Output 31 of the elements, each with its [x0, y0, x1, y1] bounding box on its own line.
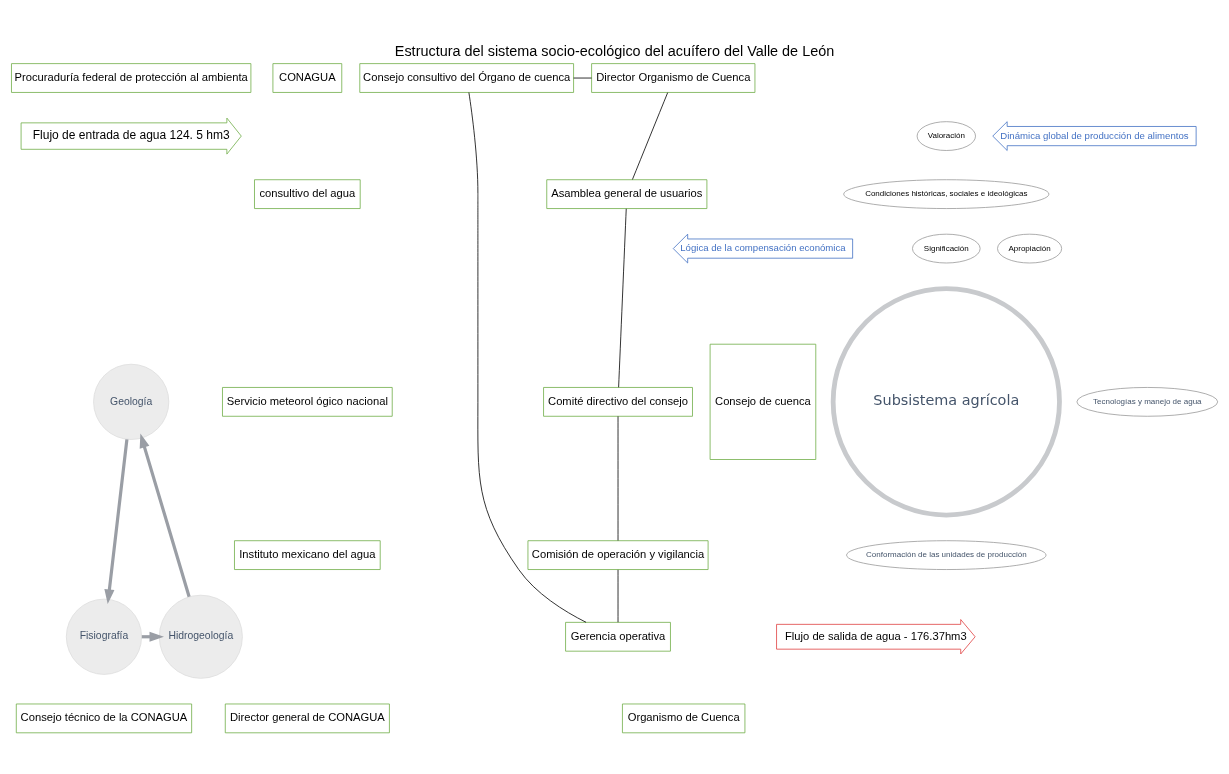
- node-box: Servicio meteorol ógico nacional: [222, 387, 393, 417]
- node-box: consultivo del agua: [254, 179, 361, 209]
- arrow: [139, 433, 191, 598]
- diagram-title: Estructura del sistema socio-ecológico del acuífero del Valle de León: [394, 42, 835, 59]
- node-box: Comisión de operación y vigilancia: [527, 540, 709, 570]
- node-box: Consejo consultivo del Órgano de cuenca: [359, 63, 574, 93]
- arrow: [104, 439, 129, 604]
- node-circle: Geología: [93, 363, 170, 440]
- node-ellipse: Valoración: [916, 121, 976, 151]
- node-ellipse: Conformación de las unidades de producción: [846, 540, 1047, 570]
- connector: [468, 92, 587, 623]
- node-ellipse: Significación: [912, 233, 981, 264]
- node-box: Gerencia operativa: [565, 621, 671, 652]
- node-circle: Fisiografía: [65, 598, 142, 675]
- node-box: Comité directivo del consejo: [543, 387, 693, 417]
- node-ellipse: Tecnologías y manejo de agua: [1076, 387, 1219, 417]
- node-circle: Subsistema agrícola: [830, 286, 1062, 518]
- connector: [618, 208, 627, 388]
- node-box: Asamblea general de usuarios: [546, 179, 708, 209]
- node-box: Consejo técnico de la CONAGUA: [15, 703, 193, 734]
- node-ellipse: Condiciones históricas, sociales e ideológicas: [843, 179, 1050, 209]
- node-circle: Hidrogeología: [158, 594, 243, 679]
- node-ellipse: Apropiación: [997, 233, 1063, 264]
- connector: [632, 92, 669, 180]
- node-box: Director Organismo de Cuenca: [591, 63, 756, 93]
- node-box: CONAGUA: [272, 63, 343, 93]
- node-box: Instituto mexicano del agua: [234, 540, 381, 570]
- node-box: Procuraduría federal de protección al ambienta: [11, 63, 252, 93]
- node-box: Consejo de cuenca: [709, 343, 817, 460]
- node-box: Director general de CONAGUA: [224, 703, 390, 734]
- node-box: Organismo de Cuenca: [622, 703, 746, 734]
